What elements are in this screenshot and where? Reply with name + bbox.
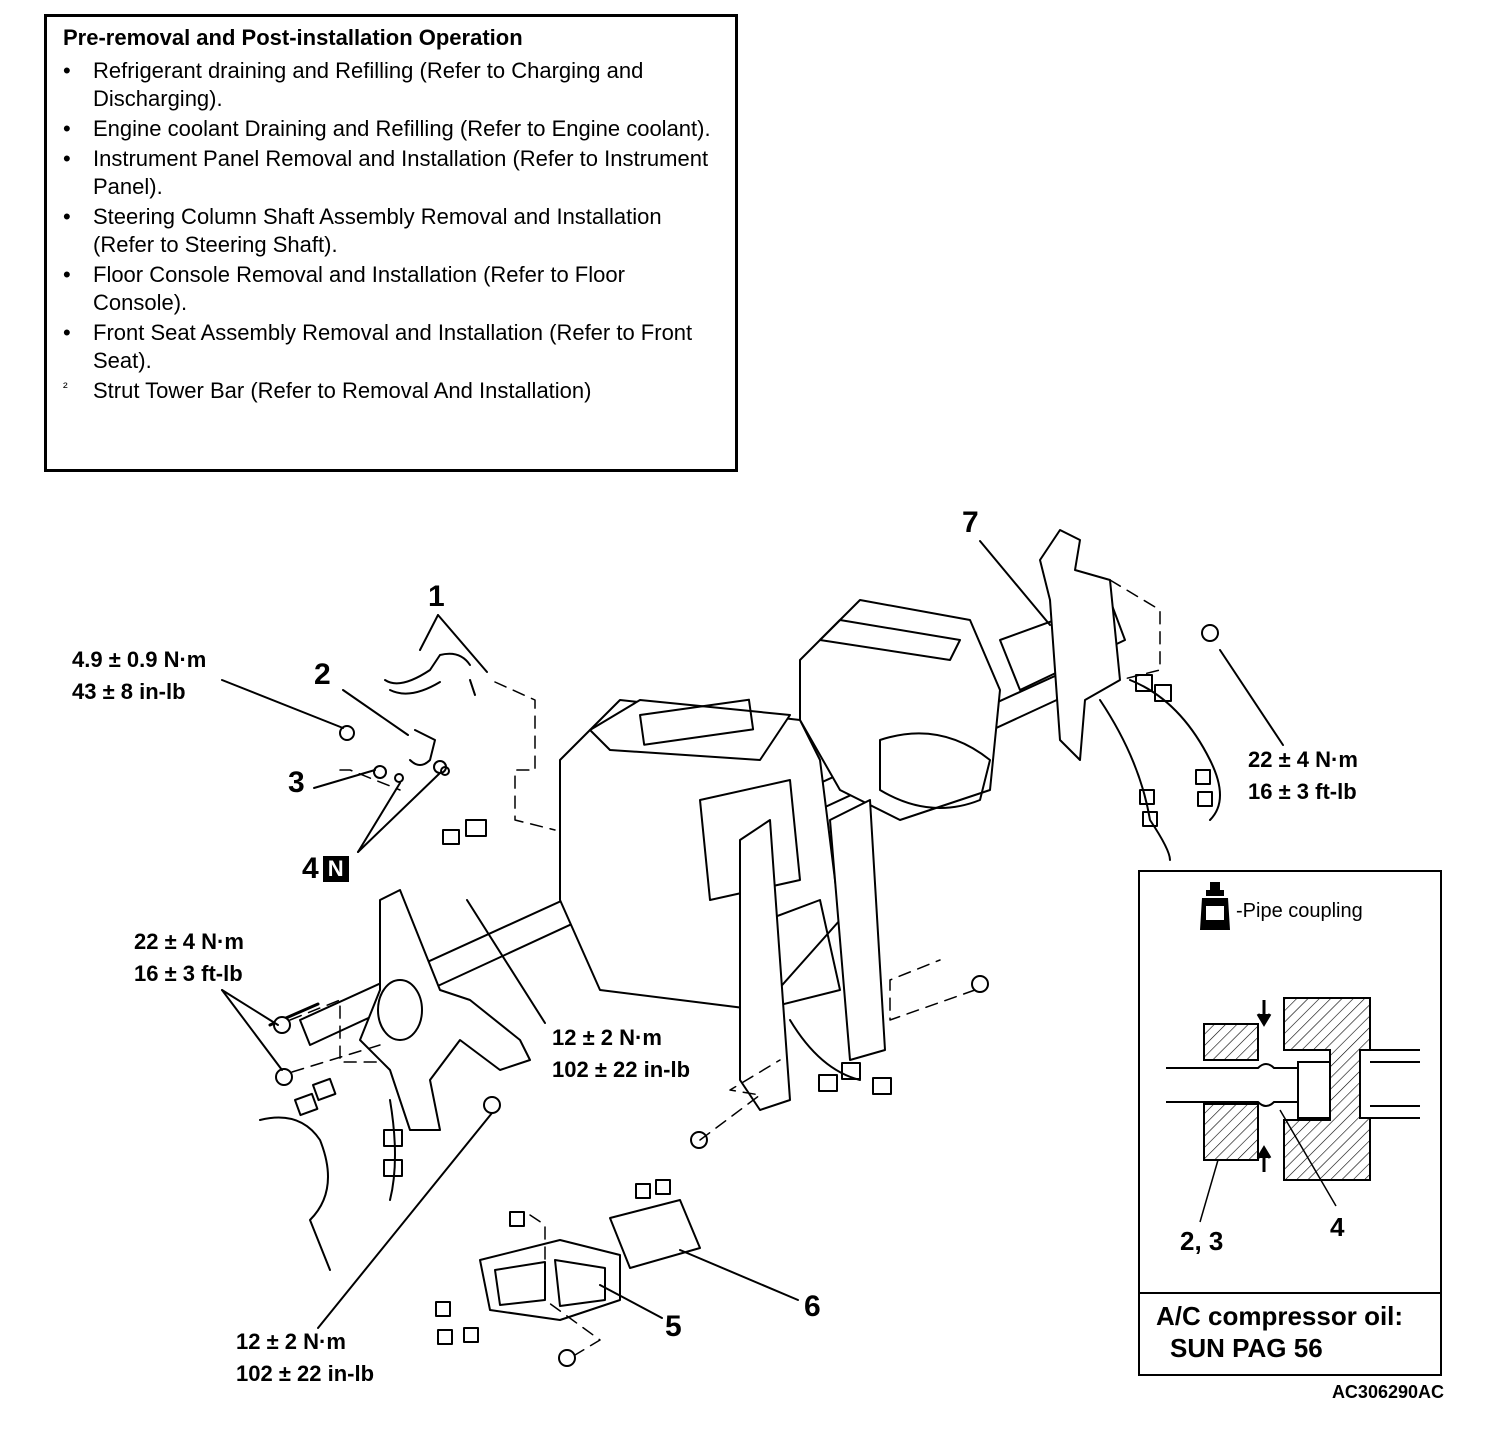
torque-imperial: 102 ± 22 in-lb — [236, 1361, 375, 1386]
center-stay — [739, 819, 791, 1111]
callout-6: 6 — [804, 1290, 821, 1323]
torque-metric: 22 ± 4 N·m — [134, 929, 244, 954]
operation-item-text: Refrigerant draining and Refilling (Refe… — [93, 58, 644, 111]
pipe-coupling-label: -Pipe coupling — [1236, 900, 1363, 922]
operation-item-text: Floor Console Removal and Installation (… — [93, 262, 625, 315]
compressor-oil-note: A/C compressor oil: SUN PAG 56 — [1156, 1300, 1403, 1364]
pre-removal-operation-box: Pre-removal and Post-installation Operat… — [44, 14, 738, 472]
oil-can-icon — [1200, 882, 1230, 930]
torque-metric: 4.9 ± 0.9 N·m — [72, 647, 207, 672]
bullet: • — [63, 204, 71, 229]
bullet: • — [63, 116, 71, 141]
operation-item-text: Strut Tower Bar (Refer to Removal And In… — [93, 378, 592, 403]
operation-item: • Front Seat Assembly Removal and Install… — [63, 319, 723, 375]
operation-item: • Steering Column Shaft Assembly Removal … — [63, 203, 723, 259]
operation-list: • Refrigerant draining and Refilling (Ref… — [63, 57, 723, 407]
torque-imperial: 102 ± 22 in-lb — [552, 1057, 691, 1082]
bullet: • — [63, 58, 71, 83]
callout-3: 3 — [288, 766, 305, 799]
torque-metric: 12 ± 2 N·m — [236, 1329, 346, 1354]
oil-note-line2: SUN PAG 56 — [1170, 1333, 1323, 1363]
operation-item-text: Steering Column Shaft Assembly Removal a… — [93, 204, 662, 257]
bullet: • — [63, 262, 71, 287]
exploded-view-diagram — [221, 529, 1284, 1367]
label-4: 4 — [1330, 1212, 1345, 1242]
module-6 — [609, 1199, 701, 1269]
callout-7: 7 — [962, 506, 979, 539]
bullet: • — [63, 320, 71, 345]
torque-spec-d: 12 ± 2 N·m 102 ± 22 in-lb — [552, 1022, 690, 1086]
bullet: • — [63, 146, 71, 171]
callout-2: 2 — [314, 658, 331, 691]
operation-item: • Floor Console Removal and Installation … — [63, 261, 723, 317]
left-bracket — [359, 889, 531, 1131]
torque-spec-a: 4.9 ± 0.9 N·m 43 ± 8 in-lb — [72, 644, 206, 708]
bullet: ² — [63, 379, 68, 395]
inset-divider — [1140, 1292, 1440, 1294]
operation-item-text: Engine coolant Draining and Refilling (R… — [93, 116, 711, 141]
torque-imperial: 16 ± 3 ft-lb — [1248, 779, 1357, 804]
callout-1: 1 — [428, 580, 445, 613]
pipe-coupling-detail: 2, 3 4 — [1166, 882, 1420, 1256]
operation-item: • Engine coolant Draining and Refilling (… — [63, 115, 723, 143]
operation-item-text: Front Seat Assembly Removal and Installa… — [93, 320, 693, 373]
torque-imperial: 43 ± 8 in-lb — [72, 679, 186, 704]
blower-housing — [799, 599, 1001, 821]
operation-item: • Instrument Panel Removal and Installati… — [63, 145, 723, 201]
label-2-3: 2, 3 — [1180, 1226, 1223, 1256]
torque-metric: 12 ± 2 N·m — [552, 1025, 662, 1050]
operation-item: • Refrigerant draining and Refilling (Ref… — [63, 57, 723, 113]
operation-item-text: Instrument Panel Removal and Installatio… — [93, 146, 709, 199]
pipe-coupling-inset: 2, 3 4 -Pipe coupling A/C compressor oil… — [1138, 870, 1442, 1376]
torque-spec-e: 12 ± 2 N·m 102 ± 22 in-lb — [236, 1326, 374, 1390]
callout-4-number: 4 — [302, 852, 319, 885]
operation-title: Pre-removal and Post-installation Operat… — [63, 25, 523, 50]
callout-5: 5 — [665, 1310, 682, 1343]
right-bracket — [1039, 529, 1121, 761]
torque-spec-c: 22 ± 4 N·m 16 ± 3 ft-lb — [134, 926, 244, 990]
control-unit-5 — [479, 1239, 621, 1321]
torque-metric: 22 ± 4 N·m — [1248, 747, 1358, 772]
new-part-badge: N — [322, 856, 349, 882]
torque-imperial: 16 ± 3 ft-lb — [134, 961, 243, 986]
figure-code: AC306290AC — [1331, 1382, 1444, 1402]
oil-note-line1: A/C compressor oil: — [1156, 1301, 1404, 1331]
torque-spec-b: 22 ± 4 N·m 16 ± 3 ft-lb — [1248, 744, 1358, 808]
operation-item: ² Strut Tower Bar (Refer to Removal And I… — [63, 377, 723, 405]
